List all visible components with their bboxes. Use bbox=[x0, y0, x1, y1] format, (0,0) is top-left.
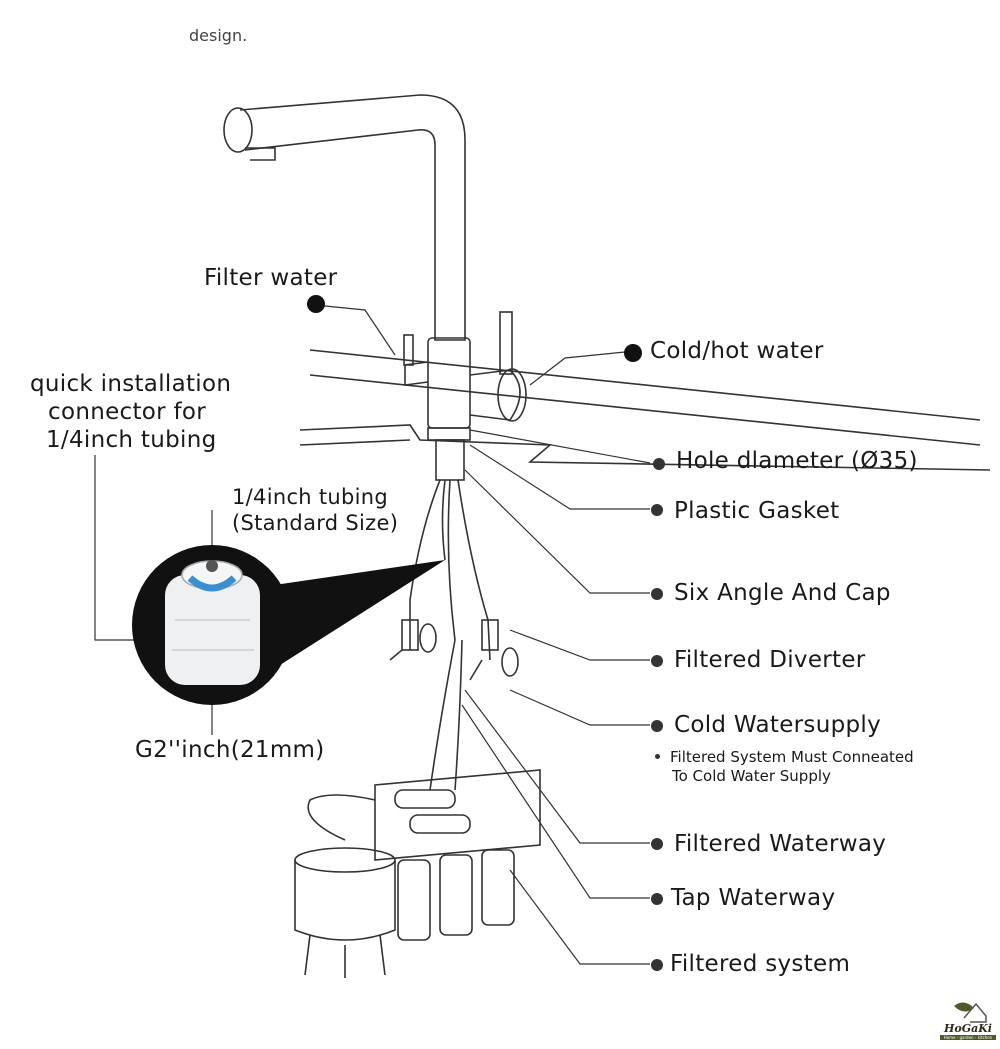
label-tap-waterway: Tap Waterway bbox=[671, 885, 836, 911]
note-line-2: To Cold Water Supply bbox=[672, 767, 831, 785]
label-plastic-gasket: Plastic Gasket bbox=[674, 498, 840, 524]
bullet-icon bbox=[655, 754, 660, 759]
label-quick-connector-1: quick installation bbox=[30, 371, 232, 397]
label-cold-watersupply: Cold Watersupply bbox=[674, 712, 881, 738]
threaded-shank bbox=[435, 439, 465, 481]
bullet-icon bbox=[651, 838, 663, 850]
bullet-icon bbox=[651, 504, 663, 516]
bullet-icon bbox=[651, 655, 663, 667]
filter-module bbox=[374, 769, 541, 861]
pressure-tank bbox=[294, 860, 396, 941]
label-thread-size: G2''inch(21mm) bbox=[135, 737, 325, 763]
label-filtered-waterway: Filtered Waterway bbox=[674, 831, 887, 857]
leader-lines bbox=[94, 304, 651, 965]
hogaki-logo: HoGaKi Home - garden - kitchen bbox=[940, 996, 996, 1046]
label-quick-connector-2: connector for bbox=[48, 399, 207, 425]
label-filter-water: Filter water bbox=[204, 265, 338, 291]
bullet-icon bbox=[653, 458, 665, 470]
faucet-body bbox=[427, 337, 471, 429]
note-line-1: Filtered System Must Conneated bbox=[670, 748, 914, 766]
label-filtered-diverter: Filtered Diverter bbox=[674, 647, 866, 673]
label-six-angle: Six Angle And Cap bbox=[674, 580, 891, 606]
label-filtered-system: Filtered system bbox=[670, 951, 851, 977]
header-text: design. bbox=[189, 26, 248, 45]
spout-outlet bbox=[223, 107, 253, 153]
bullet-icon bbox=[651, 588, 663, 600]
label-quick-connector-3: 1/4inch tubing bbox=[46, 427, 217, 453]
logo-name: HoGaKi bbox=[944, 1022, 992, 1035]
bullet-icon bbox=[651, 893, 663, 905]
label-cold-hot-water: Cold/hot water bbox=[650, 338, 824, 364]
label-tubing-2: (Standard Size) bbox=[232, 511, 399, 535]
house-leaf-icon bbox=[954, 1002, 987, 1023]
faucet-spout bbox=[239, 94, 466, 341]
bullet-icon bbox=[651, 720, 663, 732]
bullet-icon bbox=[651, 959, 663, 971]
label-hole-diameter: Hole dlameter (Ø35) bbox=[676, 448, 918, 474]
label-tubing-1: 1/4inch tubing bbox=[232, 485, 389, 509]
zoom-callout bbox=[240, 560, 445, 665]
logo-tagline: Home - garden - kitchen bbox=[940, 1035, 996, 1040]
